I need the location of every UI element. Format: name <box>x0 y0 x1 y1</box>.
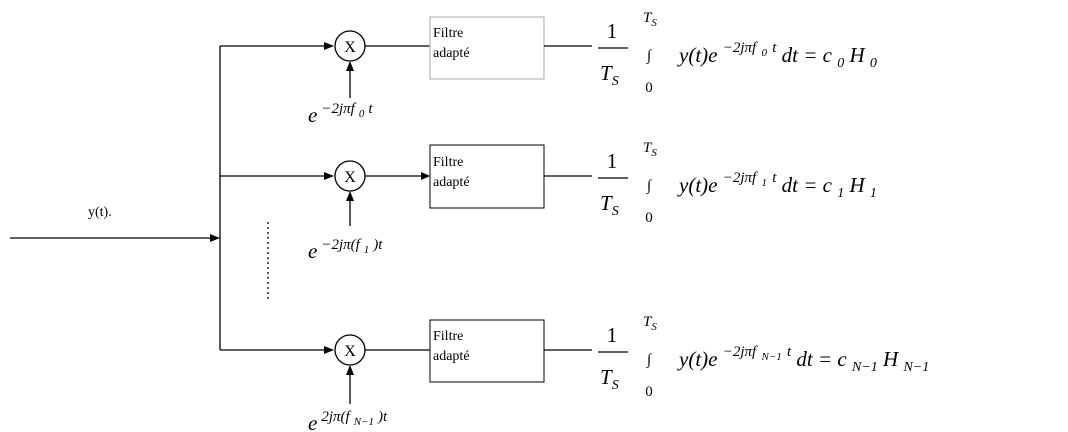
branch-1-carrier-exp: −2jπ(f <box>321 237 361 253</box>
branch-1-filter-line2: adapté <box>433 175 470 190</box>
branch-1-eq-integral: ∫ <box>646 178 653 194</box>
branch-2-eq-H-sub: N−1 <box>902 360 929 375</box>
branch-2-carrier-arrowhead <box>346 365 354 375</box>
branch-1-equation: 1 TS TS ∫ 0 y(t)e −2jπf 1 t dt = c 1 H 1 <box>598 140 877 226</box>
branch-1-filter-line1: Filtre <box>433 155 463 170</box>
branch-1-eq-upper-T: T <box>643 140 653 156</box>
branch-2-filter-line1: Filtre <box>433 329 463 344</box>
input-label: y(t). <box>88 205 112 220</box>
branch-0-eq-upper-T: T <box>643 10 653 26</box>
branch-1-filter-arrowhead <box>421 172 430 180</box>
branch-1: X Filtre adapté e −2jπ(f 1 )t 1 TS TS ∫ … <box>220 140 877 263</box>
branch-0-eq-exp-sub: 0 <box>761 47 767 59</box>
branch-2-eq-denom: TS <box>600 365 619 393</box>
branch-0-feed-arrowhead <box>324 42 334 50</box>
branch-0-carrier-sub: 0 <box>359 108 365 120</box>
branch-1-eq-exp-tail: t <box>772 170 777 186</box>
branch-0-eq-numerator: 1 <box>607 19 618 43</box>
branch-2-eq-dt: dt = c <box>796 347 847 371</box>
branch-2-eq-lower-limit: 0 <box>645 384 653 400</box>
branch-0-eq-c-sub: 0 <box>837 56 844 71</box>
branch-0-carrier-arrowhead <box>346 61 354 71</box>
branch-2: X Filtre adapté e 2jπ(f N−1 )t 1 TS TS ∫… <box>220 314 929 432</box>
branch-0-eq-dt: dt = c <box>782 43 833 67</box>
branch-2-equation: 1 TS TS ∫ 0 y(t)e −2jπf N−1 t dt = c N−1… <box>598 314 929 400</box>
branch-2-eq-denom-sub: S <box>612 378 619 393</box>
branch-2-eq-upper-limit: TS <box>643 314 657 333</box>
branch-1-eq-denom-T: T <box>600 191 613 215</box>
branch-0-eq-denom: TS <box>600 61 619 89</box>
branch-0-carrier-base: e <box>308 103 317 127</box>
branch-1-eq-body: y(t)e −2jπf 1 t dt = c 1 H 1 <box>677 163 877 202</box>
branch-1-eq-lower-limit: 0 <box>645 210 653 226</box>
branch-2-eq-exp: −2jπf <box>723 344 758 360</box>
branch-2-filter-line2: adapté <box>433 349 470 364</box>
branch-2-eq-H: H <box>882 347 900 371</box>
branch-1-eq-denom-sub: S <box>612 204 619 219</box>
branch-0-eq-integrand: y(t)e <box>677 43 717 67</box>
branch-2-eq-denom-T: T <box>600 365 613 389</box>
branch-0-eq-exp: −2jπf <box>723 40 758 56</box>
branch-0-eq-upper-sub: S <box>651 17 657 29</box>
branch-0-multiplier-label: X <box>344 39 356 56</box>
branch-1-feed-arrowhead <box>324 172 334 180</box>
branch-1-eq-upper-sub: S <box>651 147 657 159</box>
branch-1-carrier-sub: 1 <box>364 244 370 256</box>
branch-0-carrier-exp: −2jπf <box>321 101 356 117</box>
branch-2-feed-arrowhead <box>324 346 334 354</box>
branch-2-eq-integral: ∫ <box>646 352 653 368</box>
branch-2-carrier-base: e <box>308 411 317 432</box>
branch-1-carrier-base: e <box>308 239 317 263</box>
branch-0-filter-line1: Filtre <box>433 26 463 41</box>
branch-0-eq-exp-tail: t <box>772 40 777 56</box>
branch-1-eq-upper-limit: TS <box>643 140 657 159</box>
branch-1-eq-numerator: 1 <box>607 149 618 173</box>
branch-2-multiplier-label: X <box>344 343 356 360</box>
branch-0-equation: 1 TS TS ∫ 0 y(t)e −2jπf 0 t dt = c 0 H 0 <box>598 10 877 96</box>
branch-2-eq-numerator: 1 <box>607 323 618 347</box>
branch-1-eq-dt: dt = c <box>782 173 833 197</box>
branch-2-eq-upper-T: T <box>643 314 653 330</box>
branch-1-carrier-arrowhead <box>346 191 354 201</box>
branch-1-eq-H-sub: 1 <box>870 186 877 201</box>
branch-1-eq-integrand: y(t)e <box>677 173 717 197</box>
branch-2-eq-body: y(t)e −2jπf N−1 t dt = c N−1 H N−1 <box>677 337 929 376</box>
branch-1-eq-exp: −2jπf <box>723 170 758 186</box>
branch-1-eq-denom: TS <box>600 191 619 219</box>
branch-0-eq-lower-limit: 0 <box>645 80 653 96</box>
branch-2-eq-upper-sub: S <box>651 321 657 333</box>
branch-0-eq-upper-limit: TS <box>643 10 657 29</box>
branch-0-eq-H: H <box>848 43 866 67</box>
branch-2-eq-c-sub: N−1 <box>851 360 878 375</box>
branch-1-carrier-tail: )t <box>372 237 383 253</box>
branch-2-eq-integrand: y(t)e <box>677 347 717 371</box>
branch-2-carrier-exp: 2jπ(f <box>321 409 351 425</box>
branch-0-filter-box <box>429 16 545 80</box>
branch-0-carrier-label: e −2jπf 0 t <box>308 100 373 127</box>
branch-1-carrier-label: e −2jπ(f 1 )t <box>308 236 383 263</box>
branch-2-carrier-label: e 2jπ(f N−1 )t <box>308 408 388 432</box>
branch-0-eq-denom-T: T <box>600 61 613 85</box>
branch-2-carrier-tail: )t <box>377 409 388 425</box>
branch-0-eq-denom-sub: S <box>612 74 619 89</box>
branch-2-eq-exp-sub: N−1 <box>760 351 781 363</box>
input-arrowhead <box>210 234 220 242</box>
branch-0-carrier-tail: t <box>368 101 373 117</box>
branch-0-eq-integral: ∫ <box>646 48 653 64</box>
branch-1-filter-box <box>429 144 545 209</box>
branch-0-eq-H-sub: 0 <box>870 56 877 71</box>
branch-0-eq-body: y(t)e −2jπf 0 t dt = c 0 H 0 <box>677 33 877 72</box>
branch-2-filter-box <box>429 319 545 383</box>
branch-0: X Filtre adapté e −2jπf 0 t 1 TS TS ∫ 0 … <box>220 10 877 127</box>
branch-2-carrier-sub: N−1 <box>353 416 374 428</box>
branch-1-eq-exp-sub: 1 <box>761 177 767 189</box>
branch-1-eq-H: H <box>848 173 866 197</box>
branch-0-filter-line2: adapté <box>433 46 470 61</box>
branch-2-eq-exp-tail: t <box>787 344 792 360</box>
branch-1-multiplier-label: X <box>344 169 356 186</box>
branch-1-eq-c-sub: 1 <box>837 186 844 201</box>
